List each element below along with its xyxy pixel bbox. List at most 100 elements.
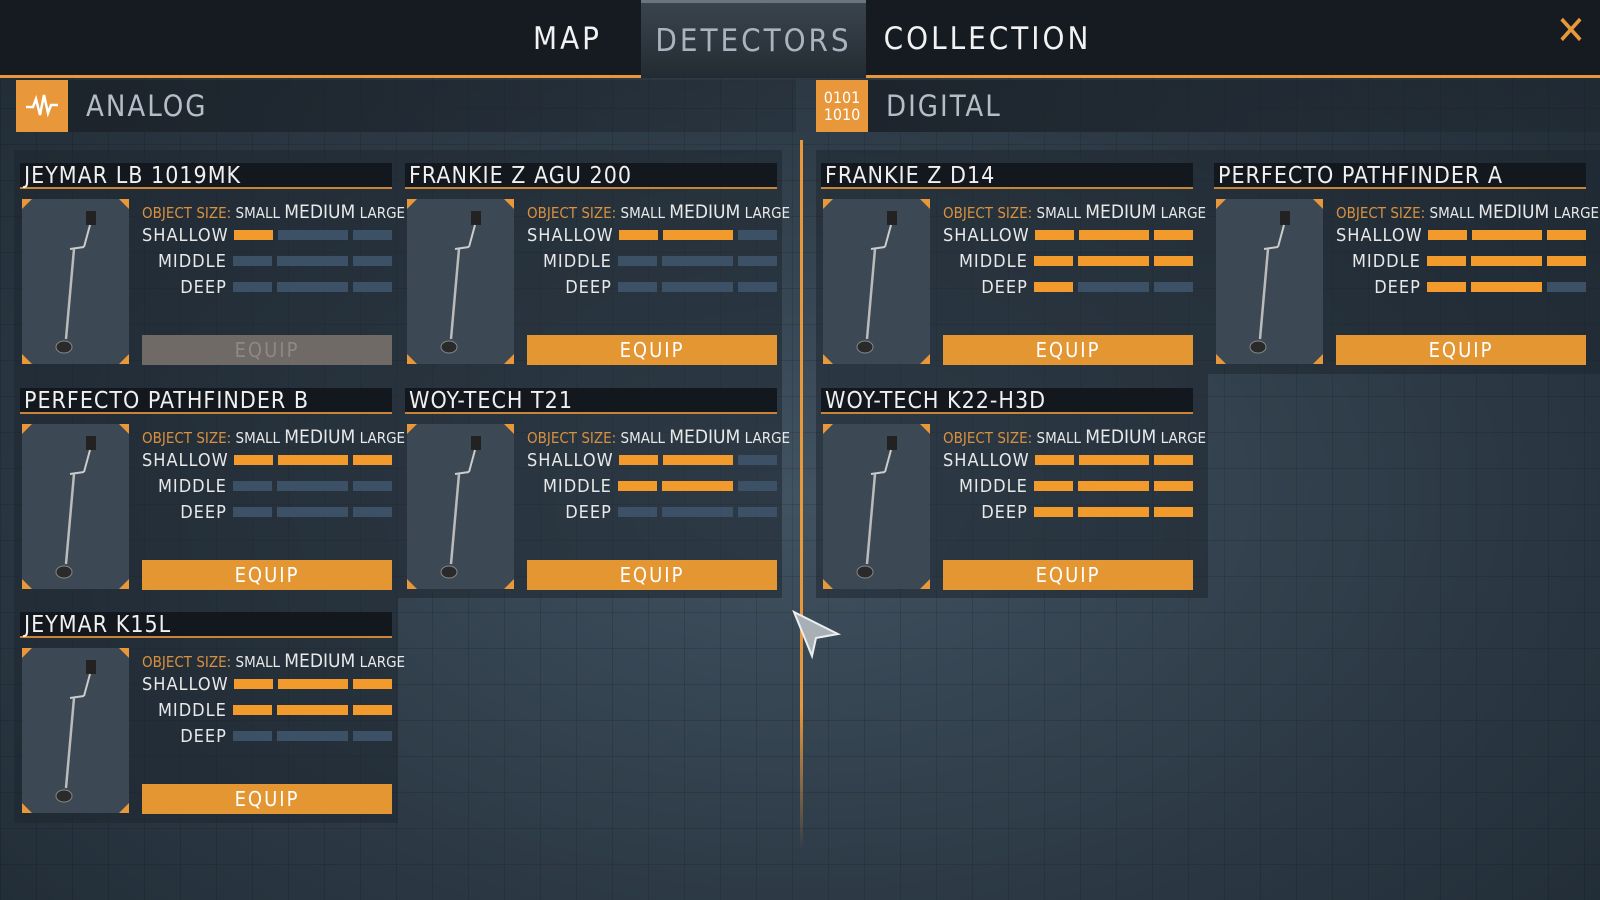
depth-bar-segment (1033, 507, 1074, 517)
object-size-label: OBJECT SIZE: (142, 653, 232, 671)
object-size-legend: OBJECT SIZE: SMALL MEDIUM LARGE (943, 426, 1206, 448)
depth-bar-segment (1546, 282, 1586, 292)
depth-row-middle: MIDDLE (527, 476, 777, 497)
analog-panel (14, 150, 782, 598)
detector-image (22, 199, 129, 364)
depth-bar-segment (232, 705, 273, 715)
waveform-icon (16, 80, 68, 132)
equip-button[interactable]: EQUIP (527, 335, 777, 365)
depth-bar-segment (1078, 481, 1149, 491)
binary-icon: 0101 1010 (816, 80, 868, 132)
size-large: LARGE (1160, 429, 1207, 447)
object-size-legend: OBJECT SIZE: SMALL MEDIUM LARGE (527, 426, 790, 448)
equip-button[interactable]: EQUIP (527, 560, 777, 590)
object-size-label: OBJECT SIZE: (527, 204, 617, 222)
tab-detectors[interactable]: DETECTORS (641, 0, 866, 78)
analog-header: ANALOG (16, 80, 796, 132)
depth-bar-segment (277, 282, 348, 292)
close-icon[interactable]: ✕ (1555, 8, 1586, 54)
depth-row-deep: DEEP (142, 277, 392, 298)
depth-bar-segment (352, 282, 392, 292)
depth-bar-segment (737, 230, 777, 240)
depth-bar-segment (737, 282, 777, 292)
size-large: LARGE (359, 429, 406, 447)
metal-detector-icon (55, 660, 96, 803)
depth-bar-segment (1472, 230, 1542, 240)
depth-bar-segment (232, 256, 273, 266)
depth-bar-segment (278, 230, 348, 240)
size-medium: MEDIUM (284, 201, 356, 223)
depth-label: MIDDLE (958, 475, 1028, 497)
depth-bar-segment (1153, 455, 1193, 465)
depth-bar-segment (617, 507, 658, 517)
equip-button[interactable]: EQUIP (1336, 335, 1586, 365)
digital-header: 0101 1010 DIGITAL (816, 80, 1600, 132)
depth-label: DEEP (180, 501, 227, 523)
size-medium: MEDIUM (284, 426, 356, 448)
size-large: LARGE (359, 653, 406, 671)
object-size-label: OBJECT SIZE: (527, 429, 617, 447)
depth-row-deep: DEEP (943, 276, 1193, 298)
size-small: SMALL (1429, 204, 1474, 222)
tab-collection[interactable]: COLLECTION (883, 21, 1092, 57)
depth-bar-segment (352, 455, 392, 465)
depth-label: MIDDLE (157, 250, 227, 272)
detector-image (407, 199, 514, 364)
depth-row-middle: MIDDLE (527, 251, 777, 272)
depth-bar-segment (352, 705, 392, 715)
depth-bar-segment (1078, 507, 1149, 517)
depth-bar-segment (352, 731, 392, 741)
equip-button[interactable]: EQUIP (943, 560, 1193, 590)
depth-bar-segment (352, 481, 392, 491)
depth-row-shallow: SHALLOW (142, 225, 392, 246)
equip-button[interactable]: EQUIP (142, 784, 392, 814)
depth-bar-segment (1033, 256, 1074, 266)
equip-button[interactable]: EQUIP (142, 335, 392, 365)
analog-label: ANALOG (86, 89, 208, 123)
metal-detector-icon (1249, 211, 1290, 354)
binary-icon-line2: 1010 (823, 105, 861, 124)
depth-bar-segment (617, 282, 658, 292)
depth-bar-segment (1078, 256, 1149, 266)
depth-bar-segment (737, 481, 777, 491)
size-small: SMALL (620, 429, 665, 447)
object-size-label: OBJECT SIZE: (142, 429, 232, 447)
metal-detector-icon (440, 436, 481, 579)
object-size-legend: OBJECT SIZE: SMALL MEDIUM LARGE (142, 650, 405, 672)
depth-row-shallow: SHALLOW (1336, 224, 1586, 246)
depth-row-middle: MIDDLE (1336, 251, 1586, 272)
depth-label: SHALLOW (943, 224, 1030, 246)
depth-label: DEEP (180, 725, 227, 747)
depth-bar-segment (352, 679, 392, 689)
depth-label: SHALLOW (1336, 224, 1423, 246)
top-nav: MAP DETECTORS COLLECTION ✕ (0, 0, 1600, 78)
depth-bar-segment (1079, 455, 1149, 465)
detector-name: WOY-TECH T21 (405, 388, 777, 414)
depth-row-shallow: SHALLOW (943, 450, 1193, 471)
detector-card: FRANKIE Z AGU 200 OBJECT SIZE: SMALL MED… (405, 163, 790, 375)
category-divider (800, 140, 803, 850)
equip-button[interactable]: EQUIP (943, 335, 1193, 365)
metal-detector-icon (55, 211, 96, 354)
depth-row-middle: MIDDLE (142, 476, 392, 497)
depth-label: DEEP (981, 276, 1028, 298)
detector-image (407, 424, 514, 589)
depth-row-shallow: SHALLOW (142, 450, 392, 471)
depth-bar-segment (1078, 282, 1149, 292)
size-large: LARGE (744, 429, 791, 447)
depth-bar-segment (1033, 481, 1074, 491)
object-size-label: OBJECT SIZE: (943, 204, 1033, 222)
size-medium: MEDIUM (1085, 426, 1157, 448)
detector-name: JEYMAR LB 1019MK (20, 163, 392, 189)
binary-icon-line1: 0101 (823, 88, 861, 107)
equip-button[interactable]: EQUIP (142, 560, 392, 590)
depth-bar-segment (1153, 256, 1193, 266)
depth-bar-segment (1153, 481, 1193, 491)
size-large: LARGE (1553, 204, 1600, 222)
object-size-label: OBJECT SIZE: (142, 204, 232, 222)
tab-map[interactable]: MAP (533, 21, 602, 57)
depth-row-middle: MIDDLE (142, 700, 392, 721)
detector-card: PERFECTO PATHFINDER B OBJECT SIZE: SMALL… (20, 388, 405, 600)
depth-bar-segment (1153, 230, 1193, 240)
depth-bar-segment (1079, 230, 1149, 240)
